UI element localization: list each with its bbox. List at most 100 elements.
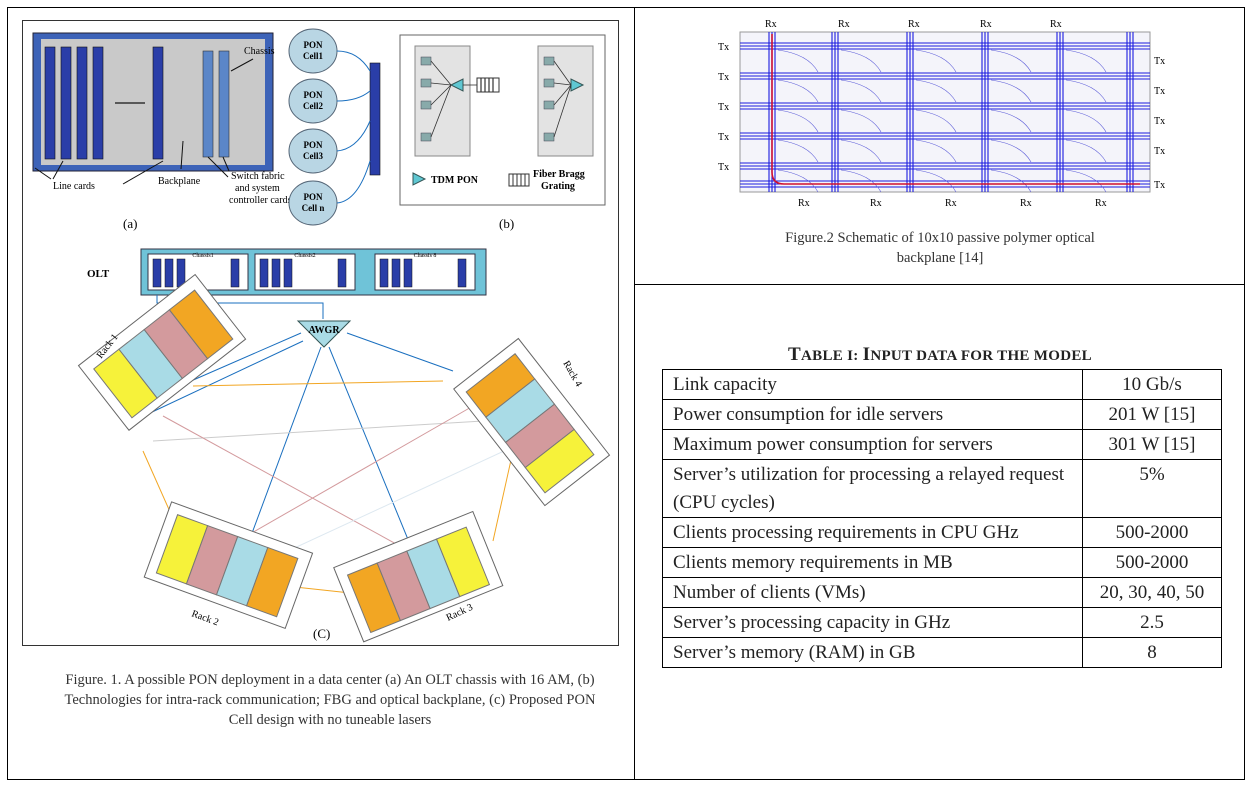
tdm-pon-label: TDM PON (431, 175, 479, 186)
olt-label: OLT (87, 268, 110, 280)
svg-text:Cell n: Cell n (302, 203, 325, 213)
value-cell: 20, 30, 40, 50 (1082, 577, 1222, 608)
panel-b-tag: (b) (499, 216, 514, 231)
value-cell: 500-2000 (1082, 547, 1222, 578)
svg-text:Cell2: Cell2 (303, 101, 323, 111)
svg-text:PON: PON (304, 140, 323, 150)
figure-1-caption: Figure. 1. A possible PON deployment in … (64, 672, 596, 728)
parameter-cell: Clients processing requirements in CPU G… (662, 517, 1083, 548)
value-cell: 500-2000 (1082, 517, 1222, 548)
rx-label-top: Rx (838, 19, 850, 30)
backplane-label: Backplane (158, 176, 201, 187)
svg-text:Cell3: Cell3 (303, 151, 323, 161)
value-cell: 201 W [15] (1082, 399, 1222, 430)
figure-2-caption: Figure.2 Schematic of 10x10 passive poly… (660, 228, 1220, 268)
svg-text:PON: PON (304, 90, 323, 100)
panel-a-tag: (a) (123, 216, 137, 231)
rx-label-bottom: Rx (945, 198, 957, 209)
line-cards-label: Line cards (53, 181, 95, 192)
pon-cell-1: PON Cell1 (288, 28, 338, 74)
tx-label-right: Tx (1154, 56, 1165, 67)
switch-label-1: Switch fabric (231, 171, 285, 182)
pon-links (336, 50, 371, 204)
olt-chassis-8: Chassis 8 (414, 253, 437, 259)
page-frame (7, 7, 1245, 780)
rx-label-bottom: Rx (870, 198, 882, 209)
rx-label-bottom: Rx (1020, 198, 1032, 209)
awgr-symbol (296, 320, 352, 348)
line-cards (44, 46, 164, 160)
fbg-label-2: Grating (541, 181, 575, 192)
figure-2-caption-line2: backplane [14] (896, 250, 984, 266)
figure-2-caption-line1: Figure.2 Schematic of 10x10 passive poly… (785, 230, 1095, 246)
parameter-cell: Clients memory requirements in MB (662, 547, 1083, 578)
parameter-cell: Number of clients (VMs) (662, 577, 1083, 608)
chassis-label: Chassis (244, 46, 275, 57)
rack-4 (453, 337, 611, 507)
figure-1-drawing: Chassis Line cards Backplane Switch fabr… (32, 28, 611, 643)
parameter-cell: Server’s processing capacity in GHz (662, 607, 1083, 638)
tx-label-right: Tx (1154, 146, 1165, 157)
tx-label-right: Tx (1154, 116, 1165, 127)
rack-1 (77, 273, 247, 431)
rx-label-top: Rx (980, 19, 992, 30)
switch-label-2: and system (235, 183, 280, 194)
row-divider (635, 284, 1245, 285)
awgr-label: AWGR (308, 325, 340, 336)
panel-c-tag: (C) (313, 626, 330, 641)
rx-label-top: Rx (765, 19, 777, 30)
olt-chassis-1: Chassis1 (192, 253, 213, 259)
table-title: TABLE I: INPUT DATA FOR THE MODEL (788, 344, 1092, 365)
table-row: Number of clients (VMs)20, 30, 40, 50 (662, 577, 1222, 608)
parameter-cell: Server’s memory (RAM) in GB (662, 637, 1083, 668)
tx-label-left: Tx (718, 132, 729, 143)
value-cell: 5% (1082, 459, 1222, 518)
tx-label-left: Tx (718, 42, 729, 53)
fbg-label-1: Fiber Bragg (533, 169, 585, 180)
svg-text:Cell1: Cell1 (303, 51, 323, 61)
value-cell: 10 Gb/s (1082, 369, 1222, 400)
pon-olt-card (369, 62, 381, 176)
svg-text:PON: PON (304, 40, 323, 50)
rack-2 (143, 501, 314, 629)
pon-cells: PON Cell1 PON Cell2 PON Cell3 PON Cell n (288, 28, 338, 226)
rack-2-label: Rack 2 (190, 608, 220, 628)
rx-label-bottom: Rx (1095, 198, 1107, 209)
tx-label-left: Tx (718, 102, 729, 113)
highlighted-path (771, 34, 1140, 185)
table-row: Server’s utilization for processing a re… (662, 459, 1222, 518)
pon-cell-n: PON Cell n (288, 180, 338, 226)
figure-1: Chassis Line cards Backplane Switch fabr… (22, 20, 619, 646)
tx-label-left: Tx (718, 72, 729, 83)
rx-label-top: Rx (908, 19, 920, 30)
value-cell: 8 (1082, 637, 1222, 668)
rack-4-label: Rack 4 (560, 359, 584, 389)
switch-label-3: controller cards (229, 195, 292, 206)
column-divider (634, 7, 635, 780)
pon-cell-2: PON Cell2 (288, 78, 338, 124)
parameter-cell: Maximum power consumption for servers (662, 429, 1083, 460)
parameter-cell: Power consumption for idle servers (662, 399, 1083, 430)
value-cell: 2.5 (1082, 607, 1222, 638)
svg-text:PON: PON (304, 192, 323, 202)
olt-chassis-2: Chassis2 (294, 253, 315, 259)
tx-label-left: Tx (718, 162, 729, 173)
fbg-symbol (476, 77, 500, 93)
rack-3 (333, 510, 504, 643)
value-cell: 301 W [15] (1082, 429, 1222, 460)
pon-cell-3: PON Cell3 (288, 128, 338, 174)
rx-label-bottom: Rx (798, 198, 810, 209)
table-row: Clients processing requirements in CPU G… (662, 517, 1222, 548)
parameter-cell: Link capacity (662, 369, 1083, 400)
